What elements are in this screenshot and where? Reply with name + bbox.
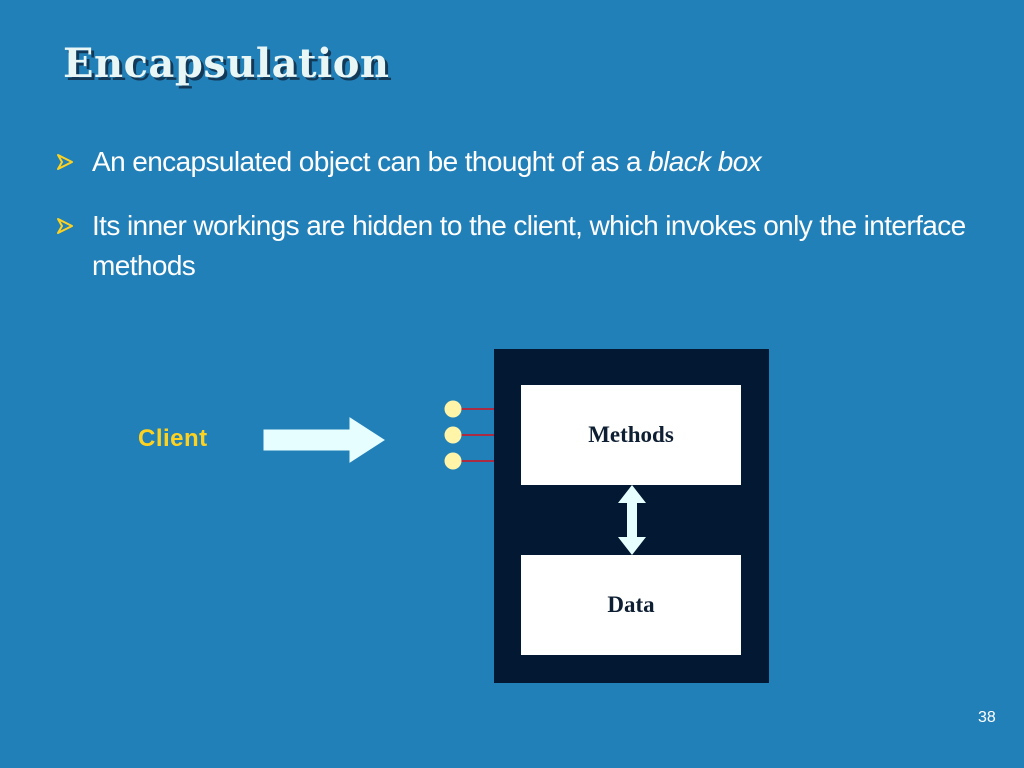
bullet-list: An encapsulated object can be thought of… [56, 142, 976, 310]
interface-connectors [444, 400, 524, 470]
arrowhead-bullet-icon [57, 154, 73, 170]
bullet-item: Its inner workings are hidden to the cli… [56, 206, 976, 286]
black-box: Methods Data [494, 349, 769, 683]
right-arrow-icon [263, 417, 385, 463]
methods-box: Methods [521, 385, 741, 485]
bullet-text: Its inner workings are hidden to the cli… [92, 210, 966, 281]
client-label: Client [138, 425, 208, 452]
page-number: 38 [978, 709, 996, 726]
bullet-emphasis: black box [648, 146, 762, 177]
interface-dot-icon [444, 426, 462, 444]
bullet-item: An encapsulated object can be thought of… [56, 142, 976, 182]
bullet-text: An encapsulated object can be thought of… [92, 146, 649, 177]
data-box: Data [521, 555, 741, 655]
interface-dot-icon [444, 400, 462, 418]
slide-title: Encapsulation [63, 40, 390, 87]
interface-dot-icon [444, 452, 462, 470]
arrowhead-bullet-icon [57, 218, 73, 234]
up-down-arrow-icon [618, 485, 646, 555]
